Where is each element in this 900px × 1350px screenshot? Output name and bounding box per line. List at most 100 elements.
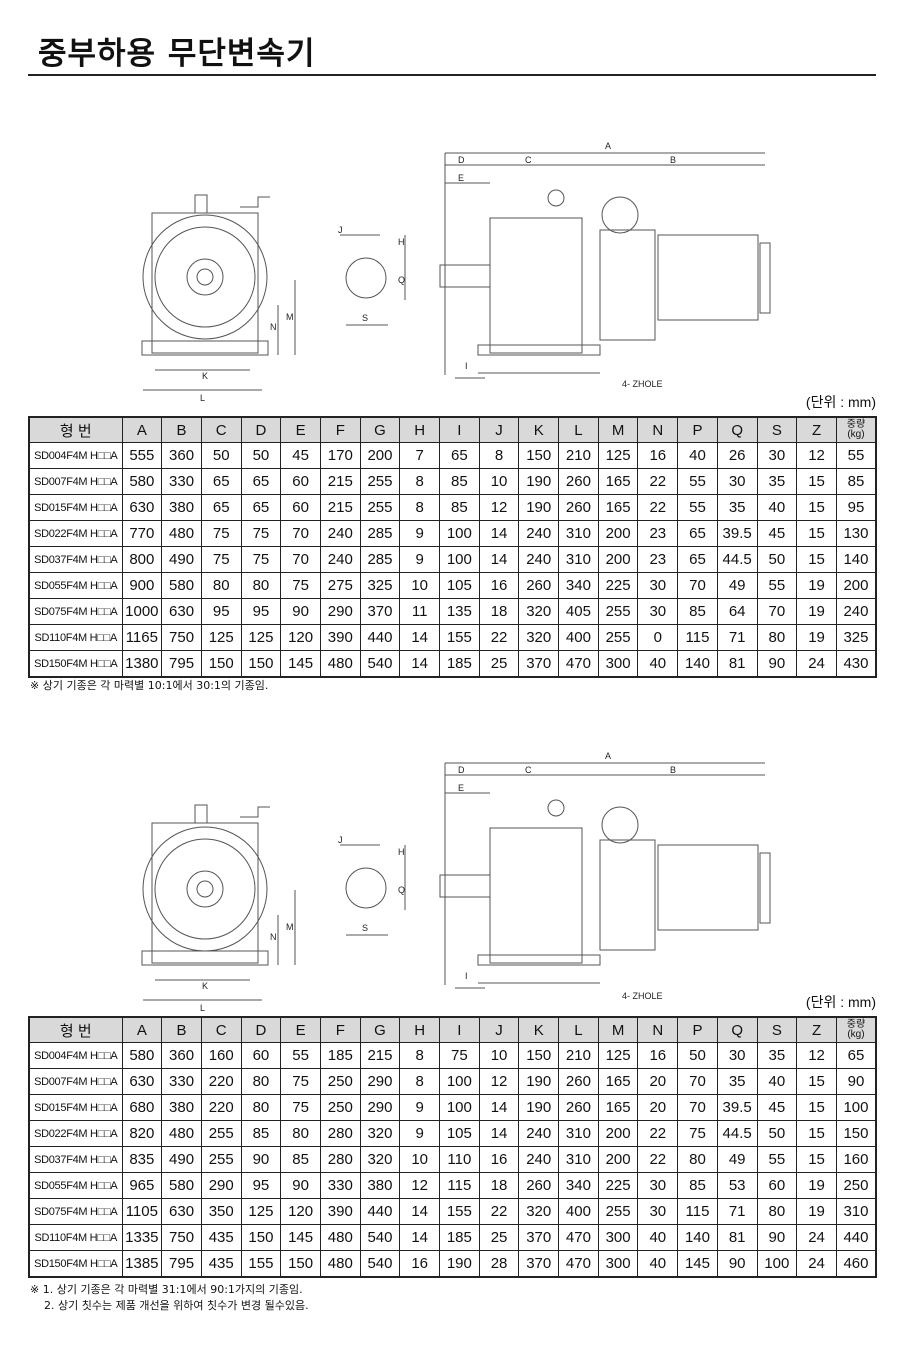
- table-cell: 370: [359, 598, 401, 625]
- column-header: Z: [796, 416, 837, 443]
- svg-text:K: K: [202, 371, 208, 381]
- svg-text:S: S: [362, 923, 368, 933]
- column-header: N: [637, 416, 679, 443]
- table-cell: 15: [796, 1068, 837, 1095]
- table-cell: 240: [518, 546, 560, 573]
- table-cell: 71: [716, 624, 758, 651]
- table-cell: 80: [756, 1198, 798, 1225]
- table-cell: 795: [161, 1250, 202, 1278]
- table-cell: 55: [677, 494, 718, 521]
- table-cell: 40: [756, 1068, 798, 1095]
- table-cell: 49: [716, 1146, 758, 1173]
- model-cell: SD075F4M H□□A: [28, 1198, 123, 1225]
- table-cell: 250: [319, 1068, 361, 1095]
- table-cell: 470: [558, 650, 599, 678]
- svg-text:Q: Q: [398, 275, 405, 285]
- note-2: ※ 1. 상기 기종은 각 마력별 31:1에서 90:1가지의 기종임. 2.…: [30, 1282, 309, 1314]
- table-cell: 330: [319, 1172, 361, 1199]
- table-cell: 65: [240, 494, 282, 521]
- table-cell: 160: [200, 1042, 242, 1069]
- table-cell: 40: [637, 650, 679, 678]
- table-cell: 440: [835, 1224, 877, 1251]
- column-header: G: [359, 416, 401, 443]
- table-cell: 400: [558, 624, 599, 651]
- table-cell: 820: [121, 1120, 163, 1147]
- table-cell: 285: [359, 520, 401, 547]
- table-cell: 1165: [121, 624, 163, 651]
- table-cell: 95: [240, 598, 282, 625]
- table-cell: 240: [518, 1146, 560, 1173]
- table-cell: 310: [835, 1198, 877, 1225]
- column-header: E: [280, 416, 321, 443]
- column-header: J: [478, 1016, 520, 1043]
- table-cell: 16: [478, 572, 520, 599]
- table-cell: 130: [835, 520, 877, 547]
- table-cell: 80: [280, 1120, 321, 1147]
- table-cell: 255: [359, 494, 401, 521]
- table-cell: 35: [756, 468, 798, 495]
- svg-text:N: N: [270, 932, 277, 942]
- table-cell: 85: [439, 468, 480, 495]
- table-cell: 125: [200, 624, 242, 651]
- table-cell: 145: [280, 650, 321, 678]
- svg-text:D: D: [458, 765, 465, 775]
- table-cell: 240: [319, 520, 361, 547]
- table-cell: 435: [200, 1250, 242, 1278]
- table-cell: 100: [439, 1094, 480, 1121]
- note-line: ※ 1. 상기 기종은 각 마력별 31:1에서 90:1가지의 기종임.: [30, 1283, 303, 1296]
- table-cell: 630: [161, 1198, 202, 1225]
- table-cell: 40: [637, 1224, 679, 1251]
- table-cell: 150: [835, 1120, 877, 1147]
- table-cell: 250: [835, 1172, 877, 1199]
- table-cell: 18: [478, 598, 520, 625]
- column-header: F: [319, 416, 361, 443]
- table-cell: 440: [359, 1198, 401, 1225]
- table-cell: 580: [161, 572, 202, 599]
- table-cell: 80: [200, 572, 242, 599]
- table-cell: 70: [756, 598, 798, 625]
- column-header: A: [121, 1016, 163, 1043]
- table-cell: 15: [796, 520, 837, 547]
- table-cell: 320: [359, 1120, 401, 1147]
- table-cell: 215: [319, 468, 361, 495]
- table-cell: 75: [200, 520, 242, 547]
- table-cell: 310: [558, 1120, 599, 1147]
- model-cell: SD004F4M H□□A: [28, 1042, 123, 1069]
- table-cell: 555: [121, 442, 163, 469]
- model-cell: SD037F4M H□□A: [28, 546, 123, 573]
- column-header: 중량 (kg): [835, 1016, 877, 1043]
- table-cell: 25: [478, 1224, 520, 1251]
- model-cell: SD110F4M H□□A: [28, 1224, 123, 1251]
- table-cell: 150: [518, 1042, 560, 1069]
- table-cell: 100: [439, 1068, 480, 1095]
- table-cell: 155: [439, 1198, 480, 1225]
- table-cell: 320: [359, 1146, 401, 1173]
- table-cell: 19: [796, 572, 837, 599]
- table-cell: 55: [756, 572, 798, 599]
- table-cell: 1000: [121, 598, 163, 625]
- table-cell: 310: [558, 546, 599, 573]
- table-cell: 255: [597, 598, 639, 625]
- table-cell: 1105: [121, 1198, 163, 1225]
- model-cell: SD022F4M H□□A: [28, 520, 123, 547]
- table-cell: 15: [796, 494, 837, 521]
- table-cell: 275: [319, 572, 361, 599]
- table-cell: 75: [280, 572, 321, 599]
- column-header: J: [478, 416, 520, 443]
- table-cell: 30: [756, 442, 798, 469]
- table-cell: 225: [597, 1172, 639, 1199]
- table-cell: 23: [637, 546, 679, 573]
- table-cell: 50: [200, 442, 242, 469]
- table-cell: 30: [637, 572, 679, 599]
- page-title: 중부하용 무단변속기: [38, 36, 316, 72]
- table-cell: 60: [240, 1042, 282, 1069]
- table-cell: 85: [240, 1120, 282, 1147]
- table-cell: 40: [677, 442, 718, 469]
- table-cell: 45: [756, 520, 798, 547]
- table-cell: 360: [161, 1042, 202, 1069]
- table-cell: 290: [359, 1068, 401, 1095]
- table-cell: 80: [240, 1068, 282, 1095]
